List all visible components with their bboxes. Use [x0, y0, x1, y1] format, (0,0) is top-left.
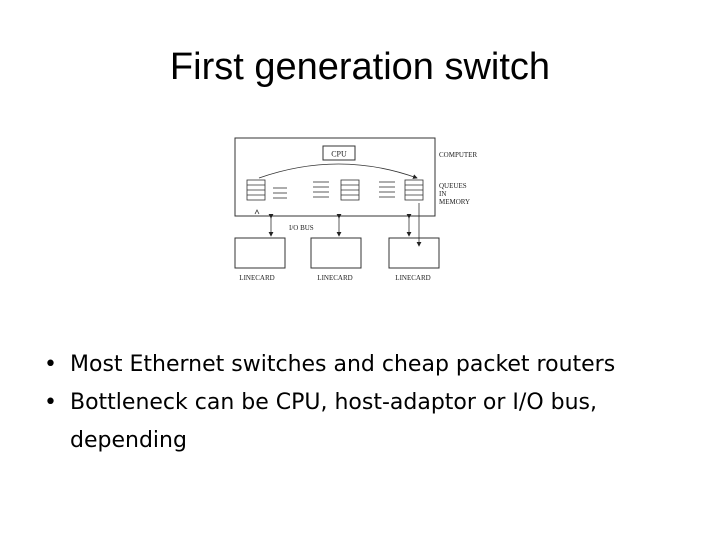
bullet-item: • Bottleneck can be CPU, host-adaptor or… — [40, 384, 700, 460]
computer-label: COMPUTER — [439, 151, 477, 159]
linecard-label: LINECARD — [317, 274, 352, 282]
input-tick — [254, 209, 260, 215]
bus-arrows — [268, 203, 422, 247]
bullet-text: Most Ethernet switches and cheap packet … — [70, 352, 616, 377]
linecard-label: LINECARD — [395, 274, 430, 282]
bullet-list: • Most Ethernet switches and cheap packe… — [40, 346, 700, 460]
memory-queues — [246, 179, 424, 201]
linecard-box — [310, 237, 362, 269]
bullet-text: Bottleneck can be CPU, host-adaptor or I… — [70, 390, 598, 453]
linecard-label: LINECARD — [239, 274, 274, 282]
linecard-box — [388, 237, 440, 269]
cpu-path-arrow — [258, 163, 418, 179]
switch-architecture-diagram: CPU COMPUTER QUEUES IN MEMORY I/O BUS — [225, 128, 495, 288]
diagram-svg: CPU COMPUTER QUEUES IN MEMORY I/O BUS — [234, 137, 477, 282]
cpu-box — [322, 145, 356, 161]
queues-label-line2: IN — [439, 190, 446, 198]
queues-label-line1: QUEUES — [439, 182, 467, 190]
cpu-label: CPU — [331, 150, 347, 159]
computer-box — [234, 137, 436, 217]
io-bus-label: I/O BUS — [289, 224, 314, 232]
linecard-box — [234, 237, 286, 269]
bullet-dot: • — [44, 390, 57, 415]
bullet-item: • Most Ethernet switches and cheap packe… — [40, 346, 700, 384]
slide-title: First generation switch — [169, 46, 551, 88]
bullet-dot: • — [44, 352, 57, 377]
queues-label-line3: MEMORY — [439, 198, 470, 206]
